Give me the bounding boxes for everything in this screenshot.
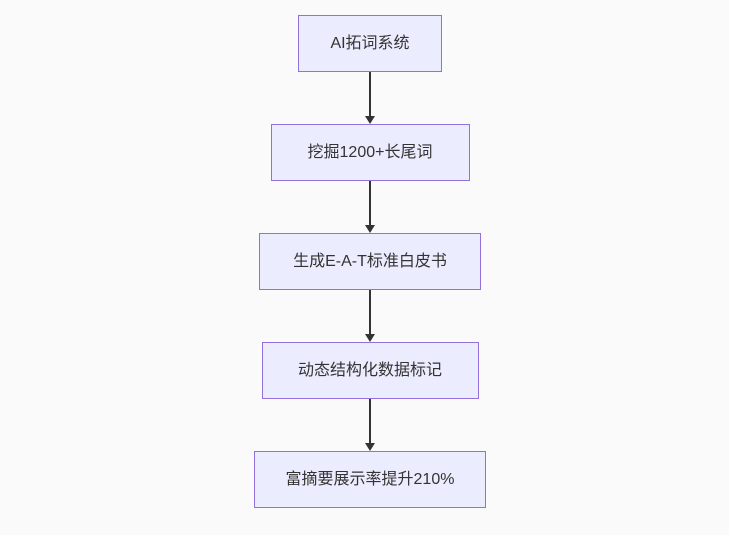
flowchart: AI拓词系统 挖掘1200+长尾词 生成E-A-T标准白皮书 动态结构化数据标记 xyxy=(254,15,486,508)
flow-node-rich-snippet-uplift: 富摘要展示率提升210% xyxy=(254,451,486,508)
arrowhead-down-icon xyxy=(365,116,375,124)
flow-node-eat-whitepaper: 生成E-A-T标准白皮书 xyxy=(259,233,481,290)
flow-node-label: 挖掘1200+长尾词 xyxy=(307,143,433,161)
flow-node-ai-keyword-system: AI拓词系统 xyxy=(298,15,442,72)
arrow-line xyxy=(369,181,371,225)
arrowhead-down-icon xyxy=(365,443,375,451)
edge-arrow-2 xyxy=(365,181,375,233)
flow-node-longtail-mining: 挖掘1200+长尾词 xyxy=(270,124,470,181)
arrow-line xyxy=(369,72,371,116)
edge-arrow-3 xyxy=(365,290,375,342)
edge-arrow-4 xyxy=(365,399,375,451)
flow-node-label: AI拓词系统 xyxy=(330,34,410,52)
flow-node-structured-data-markup: 动态结构化数据标记 xyxy=(261,342,479,399)
flow-node-label: 生成E-A-T标准白皮书 xyxy=(293,252,447,270)
arrowhead-down-icon xyxy=(365,225,375,233)
arrow-line xyxy=(369,399,371,443)
edge-arrow-1 xyxy=(365,72,375,124)
arrowhead-down-icon xyxy=(365,334,375,342)
flow-node-label: 富摘要展示率提升210% xyxy=(285,470,455,488)
arrow-line xyxy=(369,290,371,334)
flow-node-label: 动态结构化数据标记 xyxy=(297,361,442,379)
